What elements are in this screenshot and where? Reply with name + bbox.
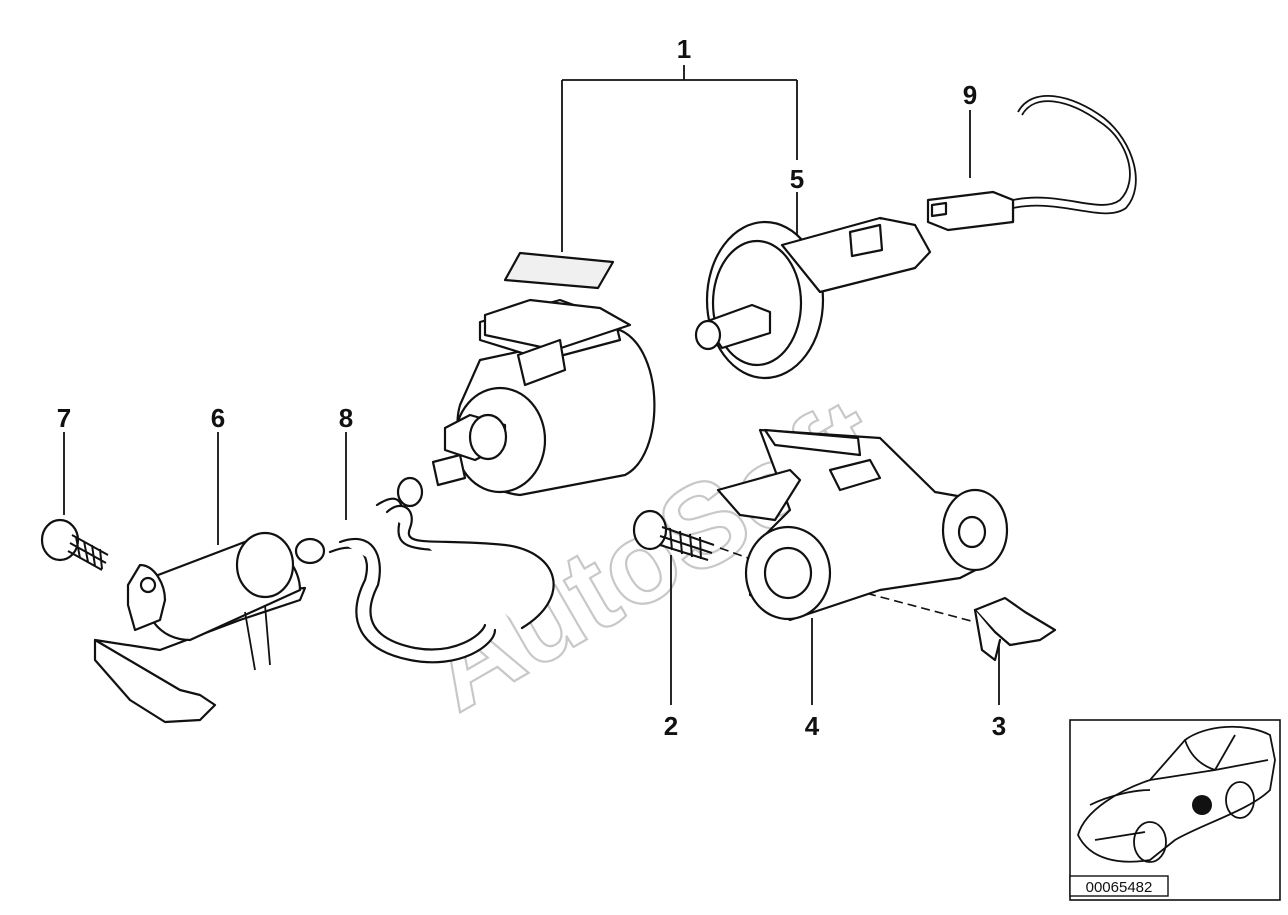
part-lock-cylinder xyxy=(694,216,932,380)
car-location-thumbnail xyxy=(1069,719,1281,901)
location-dot-icon xyxy=(1192,795,1212,815)
callout-3: 3 xyxy=(992,711,1006,741)
callout-6: 6 xyxy=(211,403,225,433)
callout-7: 7 xyxy=(57,403,71,433)
part-clip xyxy=(973,596,1057,662)
part-bracket xyxy=(716,428,1009,622)
diagram-number: 00065482 xyxy=(1086,879,1153,896)
part-hose xyxy=(294,476,555,664)
part-screw-2 xyxy=(632,509,715,561)
callout-8: 8 xyxy=(339,403,353,433)
callout-2: 2 xyxy=(664,711,678,741)
callout-9: 9 xyxy=(963,80,977,110)
leader-lines xyxy=(63,65,1000,705)
callout-5: 5 xyxy=(790,164,804,194)
diagram-number-box: 00065482 xyxy=(1069,875,1169,897)
part-screw-7 xyxy=(40,518,109,571)
callout-4: 4 xyxy=(805,711,820,741)
part-microswitch xyxy=(926,95,1137,232)
part-actuator xyxy=(93,531,307,724)
part-lock-cylinder-housing xyxy=(431,251,656,497)
callout-1: 1 xyxy=(677,34,691,64)
callouts: 1 2 3 4 5 6 7 8 9 xyxy=(57,34,1006,741)
